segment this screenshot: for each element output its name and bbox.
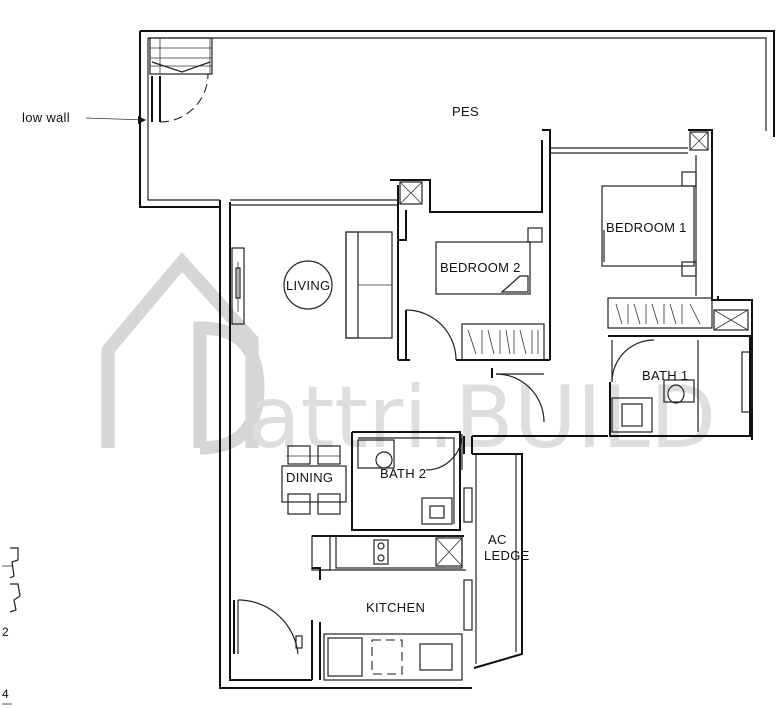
bath-1-label: BATH 1 [642,368,688,383]
bath-1: BATH 1 [608,335,753,437]
ac-box-top-2 [689,131,709,151]
pes-boundary [139,30,775,208]
dining-label: DINING [286,470,333,485]
living-label: LIVING [286,278,330,293]
sofa [345,231,393,339]
pes-label: PES [452,104,479,119]
kitchen: KITCHEN [311,600,463,681]
inner-walls [463,435,608,454]
pes-gate [151,73,209,123]
bedroom-1-label: BEDROOM 1 [606,220,687,235]
key-plan-mark-a: 2 [2,625,9,639]
ac-box-top-1 [399,181,423,205]
corridor-door [491,368,545,423]
low-wall-label: low wall [22,110,70,125]
watermark-logo: attri.BUILD [101,252,716,468]
kitchen-label: KITCHEN [366,600,425,615]
watermark-text: attri.BUILD [248,368,716,468]
kitchen-top-counter [311,535,466,580]
bedroom-2: BEDROOM 2 [398,227,550,361]
dining-set: DINING [281,445,347,515]
staircase [149,37,213,75]
ac-label-line2: LEDGE [484,548,530,563]
key-plan-fragment: 2 4 [2,547,21,705]
entry-door [233,599,303,655]
bedroom-2-label: BEDROOM 2 [440,260,521,275]
low-wall-callout: low wall [22,110,147,125]
bath-2: BATH 2 [351,431,463,531]
bedroom-1: BEDROOM 1 [601,171,749,331]
ac-ledge: AC LEDGE [463,453,530,669]
bath-2-label: BATH 2 [380,466,426,481]
key-plan-mark-b: 4 [2,687,9,701]
living-window [231,247,245,325]
ac-label-line1: AC [488,532,507,547]
living-label-group: LIVING [283,260,333,310]
